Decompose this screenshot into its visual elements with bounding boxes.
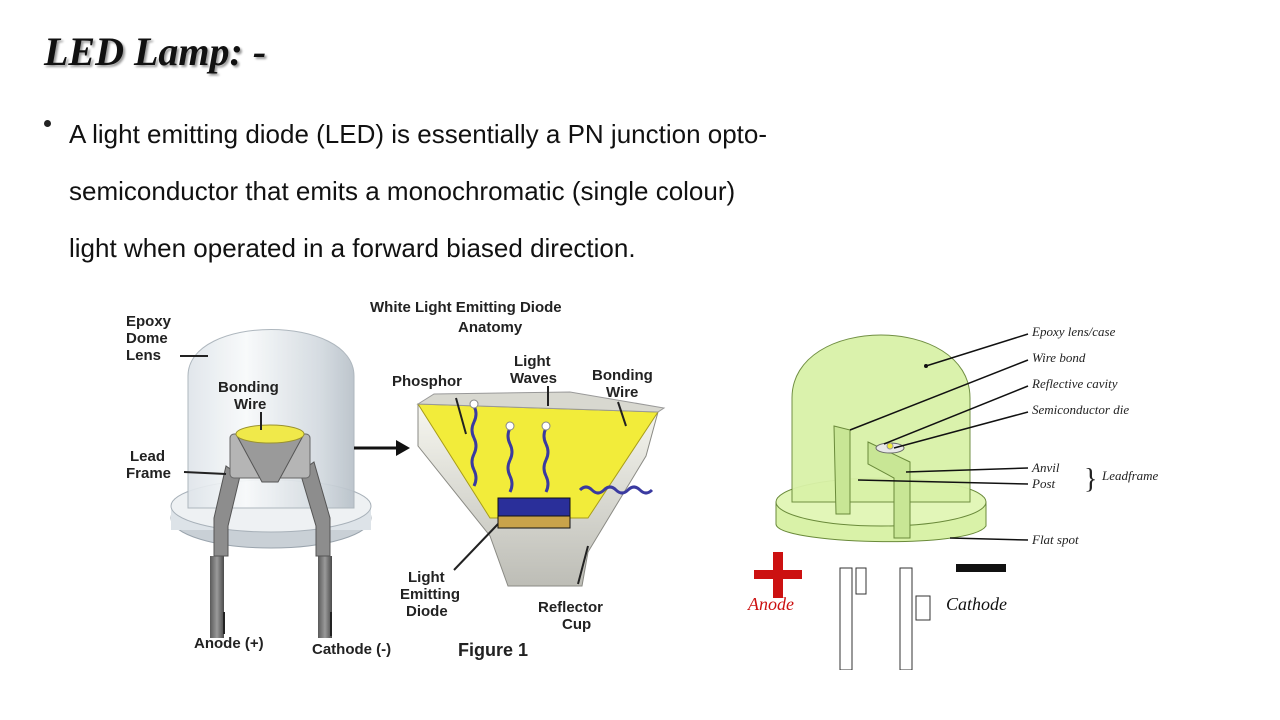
figure-caption: Figure 1 — [458, 640, 528, 660]
label-bonding-right-1: Bonding — [592, 367, 653, 384]
phosphor-small — [235, 424, 305, 444]
light-wave-2 — [506, 427, 514, 493]
label-led-2: Emitting — [400, 586, 460, 603]
bullet-dot — [44, 120, 51, 127]
bullet-line-2: semiconductor that emits a monochromatic… — [69, 176, 736, 206]
anode-lead — [210, 556, 224, 638]
light-wave-1 — [470, 405, 478, 487]
label-cathode-minus: Cathode (-) — [312, 641, 391, 658]
label-reflector-2: Cup — [562, 616, 591, 633]
leader-wire-bond — [849, 359, 1029, 431]
leadframe-brace: } — [1084, 464, 1097, 495]
label-lead-1: Lead — [130, 448, 165, 465]
bullet-line-1: A light emitting diode (LED) is essentia… — [69, 119, 768, 149]
post — [833, 425, 851, 515]
label-bonding-right-2: Wire — [606, 384, 638, 401]
bullet-text: A light emitting diode (LED) is essentia… — [69, 106, 884, 277]
label-bonding-2: Wire — [234, 396, 266, 413]
label-phosphor: Phosphor — [392, 373, 462, 390]
led-die — [497, 497, 571, 517]
label-cathode: Cathode — [946, 594, 1007, 614]
cathode-lead — [318, 556, 332, 638]
leader-phosphor — [455, 397, 467, 435]
label-light-1: Light — [514, 353, 551, 370]
leader-post — [857, 479, 1029, 485]
anode-leg-bend — [855, 567, 867, 595]
label-epoxy-3: Lens — [126, 347, 161, 364]
figure-title-line1: White Light Emitting Diode — [370, 299, 562, 316]
leader-led-die — [453, 523, 499, 571]
anode-leg — [839, 567, 853, 670]
label-epoxy-1: Epoxy — [126, 313, 172, 330]
bonding-wire-curve — [578, 485, 654, 495]
leader-lead-frame — [183, 471, 227, 475]
label-reflective-cavity: Reflective cavity — [1031, 376, 1118, 391]
label-light-2: Waves — [510, 370, 557, 387]
label-bonding-1: Bonding — [218, 379, 279, 396]
light-wave-3 — [542, 427, 550, 493]
cathode-leg-bend — [915, 595, 931, 621]
led-die-base — [497, 515, 571, 529]
label-leadframe: Leadframe — [1101, 468, 1159, 483]
leader-epoxy-lens — [925, 333, 1029, 367]
minus-sign — [956, 564, 1006, 572]
label-epoxy-2: Dome — [126, 330, 168, 347]
anvil — [867, 441, 911, 539]
label-anode: Anode — [747, 594, 794, 614]
cathode-leg — [899, 567, 913, 670]
label-anvil: Anvil — [1031, 460, 1060, 475]
label-lead-2: Frame — [126, 465, 171, 482]
bullet-point: A light emitting diode (LED) is essentia… — [44, 106, 884, 277]
label-epoxy-lens: Epoxy lens/case — [1031, 324, 1116, 339]
light-dot-2 — [505, 421, 515, 431]
label-post: Post — [1031, 476, 1056, 491]
light-dot-3 — [541, 421, 551, 431]
dot-epoxy — [924, 364, 928, 368]
label-anode-plus: Anode (+) — [194, 635, 264, 652]
led-structure-diagram: Epoxy lens/case Wire bond Reflective cav… — [747, 324, 1159, 670]
white-led-anatomy-diagram: Epoxy Dome Lens Bonding Wire Lead Frame … — [126, 299, 666, 660]
slide-title: LED Lamp: - — [44, 29, 267, 74]
cup-rim — [416, 391, 666, 413]
zoom-arrow-head — [396, 440, 410, 456]
label-wire-bond: Wire bond — [1032, 350, 1086, 365]
label-semiconductor-die: Semiconductor die — [1032, 402, 1129, 417]
label-led-1: Light — [408, 569, 445, 586]
leader-reflective — [883, 385, 1029, 445]
semiconductor-die — [886, 442, 894, 450]
light-dot-1 — [469, 399, 479, 409]
leader-die — [893, 411, 1029, 449]
leader-flat-spot — [949, 537, 1029, 541]
label-reflector-1: Reflector — [538, 599, 603, 616]
plus-sign-vertical — [773, 552, 783, 598]
bullet-line-3: light when operated in a forward biased … — [69, 233, 636, 263]
leader-anvil — [905, 467, 1029, 473]
label-flat-spot: Flat spot — [1031, 532, 1079, 547]
figure-title-line2: Anatomy — [458, 319, 523, 336]
leader-reflector — [577, 545, 589, 585]
label-led-3: Diode — [406, 603, 448, 620]
leader-bonding-right — [617, 401, 627, 427]
